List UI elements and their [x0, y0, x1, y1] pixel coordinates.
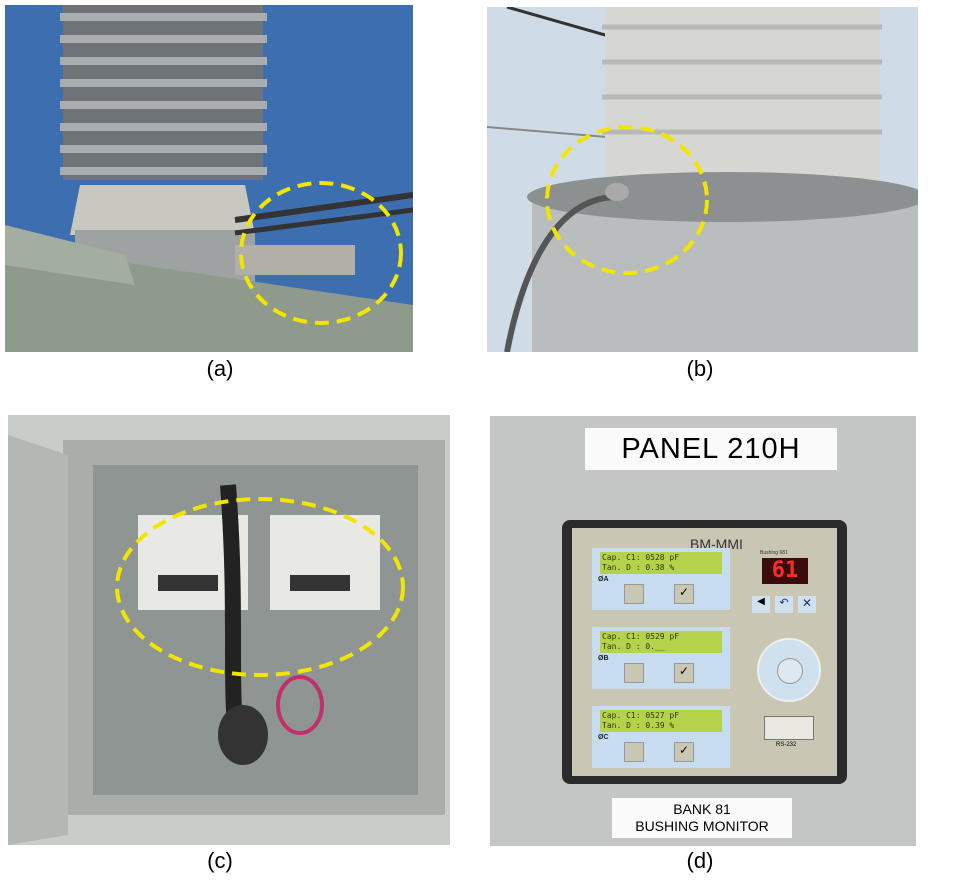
photo-d-bushing-monitor-panel: PANEL 210H BM-MMI Bushing 681 61 ◀ ↶ ✕ R…: [490, 416, 916, 846]
cancel-button[interactable]: ✕: [798, 596, 816, 613]
undo-button[interactable]: ↶: [775, 596, 793, 613]
photo-a-bushing-sensor: [5, 5, 413, 352]
bushing-label: Bushing 681: [760, 550, 788, 556]
phase-label: ØA: [598, 576, 609, 583]
page-button[interactable]: [624, 663, 644, 683]
panel-sign: PANEL 210H: [585, 428, 837, 470]
caption-b: (b): [686, 356, 714, 381]
phase-module: Cap. C1: 0529 pF Tan. D : 0.__ ØB ✓: [592, 627, 730, 689]
confirm-button[interactable]: ✓: [674, 663, 694, 683]
page-button[interactable]: [624, 584, 644, 604]
bottom-label: BANK 81 BUSHING MONITOR: [612, 798, 792, 838]
page-button[interactable]: [624, 742, 644, 762]
photo-b-bushing-sensor: [487, 7, 918, 352]
confirm-button[interactable]: ✓: [674, 742, 694, 762]
caption-d: (d): [686, 848, 714, 873]
phase-module: Cap. C1: 0528 pF Tan. D : 0.38 % ØA ✓: [592, 548, 730, 610]
phase-module: Cap. C1: 0527 pF Tan. D : 0.39 % ØC ✓: [592, 706, 730, 768]
navigation-pad[interactable]: [757, 638, 821, 702]
bm-mmi-device: BM-MMI Bushing 681 61 ◀ ↶ ✕ RS-232 Cap. …: [562, 520, 847, 784]
photo-c-sensor-enclosure: [8, 415, 450, 845]
caption-c: (c): [207, 848, 233, 873]
rs232-label: RS-232: [776, 742, 797, 748]
lcd-screen: Cap. C1: 0528 pF Tan. D : 0.38 %: [600, 552, 722, 574]
lcd-screen: Cap. C1: 0529 pF Tan. D : 0.__: [600, 631, 722, 653]
phase-label: ØC: [598, 734, 609, 741]
lcd-screen: Cap. C1: 0527 pF Tan. D : 0.39 %: [600, 710, 722, 732]
rs232-port[interactable]: [764, 716, 814, 740]
segment-display: 61: [762, 558, 808, 584]
caption-a: (a): [206, 356, 234, 381]
confirm-button[interactable]: ✓: [674, 584, 694, 604]
phase-label: ØB: [598, 655, 609, 662]
speaker-button[interactable]: ◀: [752, 596, 770, 613]
